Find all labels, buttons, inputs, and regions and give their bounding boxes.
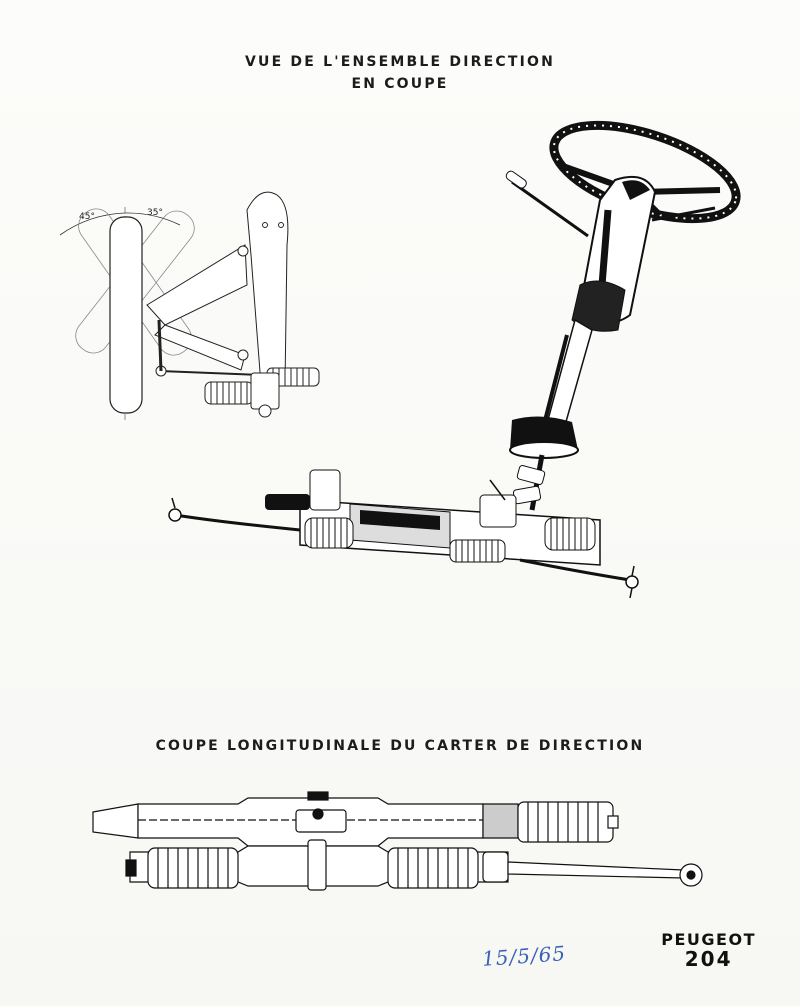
indicator-stalk [511, 180, 589, 238]
wheel-angle-diagram: 45° 35° [59, 191, 320, 420]
steering-assembly-drawing [168, 120, 741, 599]
angle-left-label: 45° [79, 212, 95, 222]
handwritten-date: 15/5/65 [481, 941, 567, 971]
brand-model: 204 [684, 947, 733, 971]
housing-left-end [92, 803, 139, 839]
angle-arc-left [59, 212, 126, 236]
page-title-line1: VUE DE L'ENSEMBLE DIRECTION [244, 54, 556, 70]
tie-rods [168, 497, 639, 599]
section-title: COUPE LONGITUDINALE DU CARTER DE DIRECTI… [155, 738, 645, 754]
angle-right-label: 35° [147, 208, 163, 218]
steering-rack [265, 469, 601, 566]
universal-joint [512, 465, 546, 505]
rack-housing-section [92, 791, 703, 891]
stalk-knob [505, 170, 527, 189]
rack-boot-small [204, 367, 320, 418]
wheel-straight [109, 216, 143, 414]
angle-arc-right [124, 212, 181, 226]
page-title-line2: EN COUPE [351, 76, 449, 92]
brand-name: PEUGEOT [661, 930, 756, 949]
brand-logo: PEUGEOT 204 [661, 930, 756, 971]
